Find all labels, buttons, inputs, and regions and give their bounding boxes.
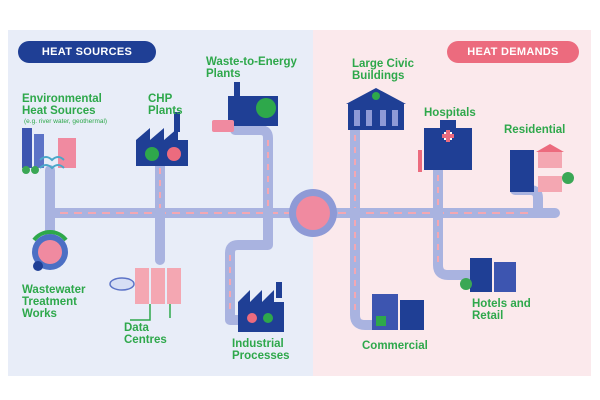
hotels-retail-icon xyxy=(460,258,516,292)
residential-icon xyxy=(510,144,574,192)
hospital-icon xyxy=(418,120,472,172)
industrial-icon xyxy=(238,282,284,332)
label-commercial: Commercial xyxy=(362,340,428,352)
label-environmental-note: (e.g. river water, geothermal) xyxy=(24,118,108,125)
demand-flow-marks xyxy=(354,135,439,310)
data-centres-icon xyxy=(109,268,181,321)
heat-demands-header: HEAT DEMANDS xyxy=(447,41,579,63)
label-chp: CHP Plants xyxy=(148,93,183,117)
source-flow-marks xyxy=(159,140,269,315)
label-wastewater: Wastewater Treatment Works xyxy=(22,284,86,320)
label-environmental: Environmental Heat Sources xyxy=(22,93,102,117)
commercial-icon xyxy=(372,294,424,330)
label-waste-to-energy: Waste-to-Energy Plants xyxy=(206,56,297,80)
chp-plant-icon xyxy=(136,112,188,166)
environmental-heat-icon xyxy=(22,128,76,174)
civic-building-icon xyxy=(346,88,406,130)
central-hub xyxy=(289,189,337,237)
label-hospitals: Hospitals xyxy=(424,107,476,119)
waste-to-energy-icon xyxy=(212,82,278,132)
heat-sources-header: HEAT SOURCES xyxy=(18,41,156,63)
label-industrial: Industrial Processes xyxy=(232,338,290,362)
label-residential: Residential xyxy=(504,124,566,136)
label-data-centres: Data Centres xyxy=(124,322,167,346)
label-hotels: Hotels and Retail xyxy=(472,298,531,322)
label-civic: Large Civic Buildings xyxy=(352,58,414,82)
wastewater-icon xyxy=(32,230,68,271)
